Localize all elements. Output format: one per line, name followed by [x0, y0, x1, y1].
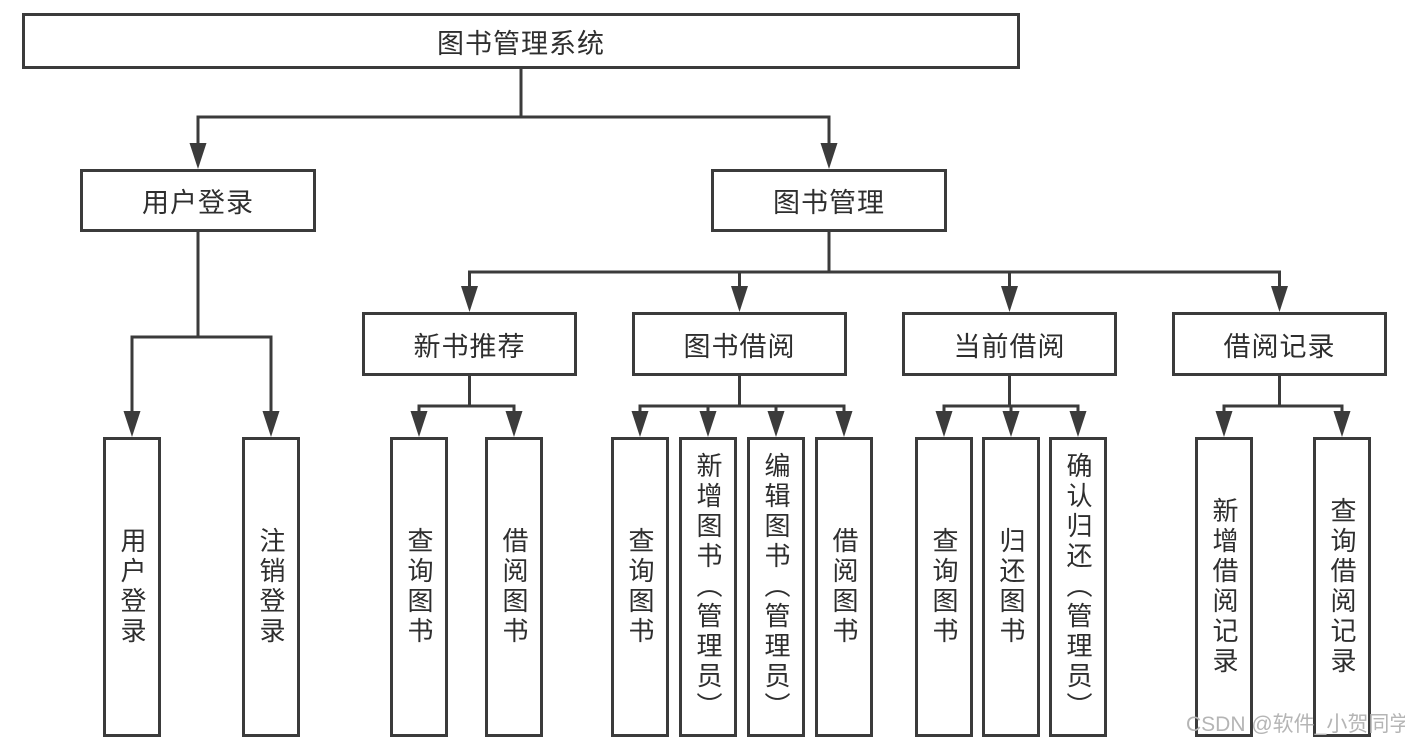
node-current-borrowing: 当前借阅	[902, 312, 1117, 376]
leaf-confirm-return-admin: 确认归还（管理员）	[1049, 437, 1107, 737]
connector-new-book-recommend-children	[410, 374, 523, 437]
leaf-query-books-current: 查询图书	[915, 437, 973, 737]
arrowhead-icon	[731, 286, 748, 312]
node-root: 图书管理系统	[22, 13, 1020, 69]
leaf-add-borrow-record: 新增借阅记录	[1195, 437, 1253, 737]
arrowhead-icon	[262, 411, 280, 437]
connector-root-to-level2	[189, 67, 838, 169]
node-borrowing-records: 借阅记录	[1172, 312, 1387, 376]
leaf-query-books-borrowing: 查询图书	[611, 437, 669, 737]
arrowhead-icon	[1002, 411, 1020, 437]
leaf-query-books-recommend: 查询图书	[390, 437, 448, 737]
arrowhead-icon	[767, 411, 785, 437]
leaf-user-login: 用户登录	[103, 437, 161, 737]
arrowhead-icon	[189, 143, 207, 169]
arrowhead-icon	[123, 411, 141, 437]
node-new-book-recommend: 新书推荐	[362, 312, 577, 376]
arrowhead-icon	[935, 411, 953, 437]
leaf-return-books: 归还图书	[982, 437, 1040, 737]
arrowhead-icon	[1001, 286, 1018, 312]
connector-borrowing-records-children	[1215, 374, 1351, 437]
arrowhead-icon	[1333, 411, 1351, 437]
arrowhead-icon	[410, 411, 428, 437]
leaf-logout: 注销登录	[242, 437, 300, 737]
leaf-edit-books-admin: 编辑图书（管理员）	[747, 437, 805, 737]
arrowhead-icon	[631, 411, 649, 437]
connector-current-borrowing-children	[935, 374, 1087, 437]
node-user-login: 用户登录	[80, 169, 316, 232]
arrowhead-icon	[1271, 286, 1288, 312]
leaf-add-books-admin: 新增图书（管理员）	[679, 437, 737, 737]
arrowhead-icon	[505, 411, 523, 437]
connector-user-login-children	[123, 230, 280, 437]
leaf-borrow-books-recommend: 借阅图书	[485, 437, 543, 737]
arrowhead-icon	[1069, 411, 1087, 437]
arrowhead-icon	[1215, 411, 1233, 437]
csdn-watermark: CSDN @软件_小贺同学	[1186, 713, 1405, 736]
connector-book-management-children	[461, 230, 1288, 312]
node-book-management: 图书管理	[711, 169, 947, 232]
arrowhead-icon	[699, 411, 717, 437]
leaf-query-borrow-record: 查询借阅记录	[1313, 437, 1371, 737]
arrowhead-icon	[835, 411, 853, 437]
arrowhead-icon	[461, 286, 478, 312]
arrowhead-icon	[820, 143, 838, 169]
node-book-borrowing: 图书借阅	[632, 312, 847, 376]
leaf-borrow-books-borrowing: 借阅图书	[815, 437, 873, 737]
connector-book-borrowing-children	[631, 374, 853, 437]
